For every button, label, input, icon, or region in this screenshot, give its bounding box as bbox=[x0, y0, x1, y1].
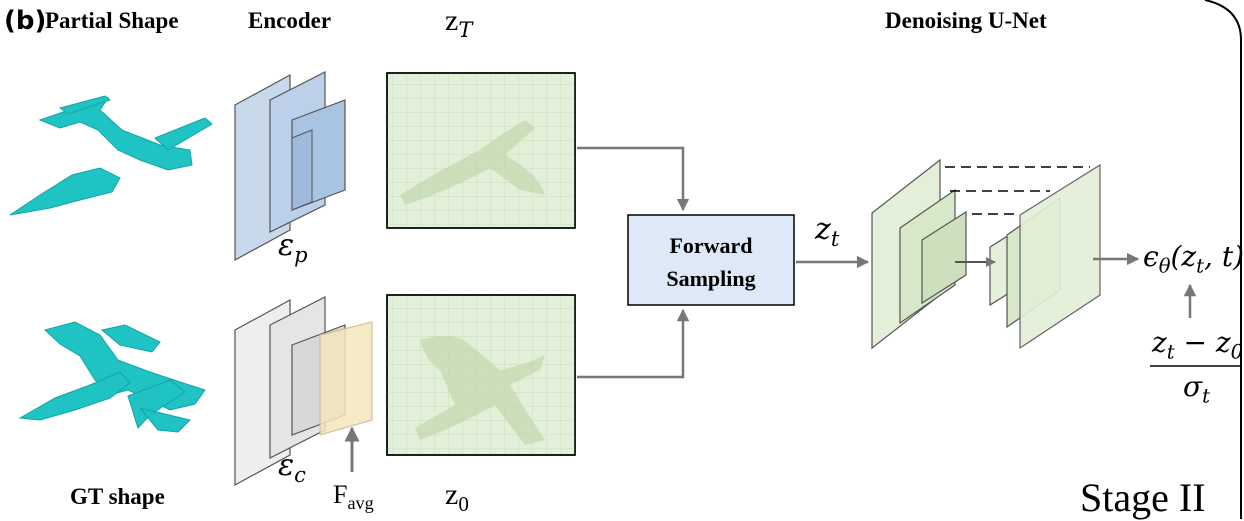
label-epsilon-p: εp bbox=[278, 228, 308, 267]
label-favg: Favg bbox=[333, 480, 374, 514]
latent-z0 bbox=[386, 294, 576, 456]
forward-sampling-box bbox=[627, 214, 795, 306]
stage-label: Stage II bbox=[1080, 475, 1206, 520]
label-epsilon-c: εc bbox=[278, 448, 306, 487]
forward-sampling-label: Forward Sampling bbox=[666, 233, 756, 291]
panel-label: (b) bbox=[4, 6, 47, 36]
denoising-unet bbox=[871, 158, 1101, 350]
label-epsilon-theta: ϵθ(zt, t) bbox=[1143, 240, 1244, 278]
label-fraction-numerator: zt − z0 bbox=[1152, 326, 1244, 364]
latent-zT bbox=[386, 72, 576, 229]
header-gt-shape: GT shape bbox=[70, 484, 165, 509]
skip-connections bbox=[945, 166, 1090, 215]
label-z0: z0 bbox=[445, 478, 469, 516]
encoder-partial bbox=[234, 71, 346, 262]
label-zT: zT bbox=[445, 4, 473, 42]
gt-shape-airplane bbox=[18, 321, 206, 433]
frame-edge bbox=[1204, 0, 1242, 519]
header-encoder: Encoder bbox=[248, 8, 332, 33]
label-zt: zt bbox=[815, 212, 840, 251]
partial-shape-airplane bbox=[9, 95, 213, 216]
header-denoising-unet: Denoising U-Net bbox=[885, 8, 1047, 33]
arrow-z0-to-forward bbox=[577, 308, 690, 379]
arrow-zT-to-forward bbox=[577, 146, 690, 212]
label-fraction-denominator: σt bbox=[1183, 370, 1210, 408]
header-partial-shape: Partial Shape bbox=[45, 8, 179, 33]
encoder-complete bbox=[234, 296, 373, 487]
